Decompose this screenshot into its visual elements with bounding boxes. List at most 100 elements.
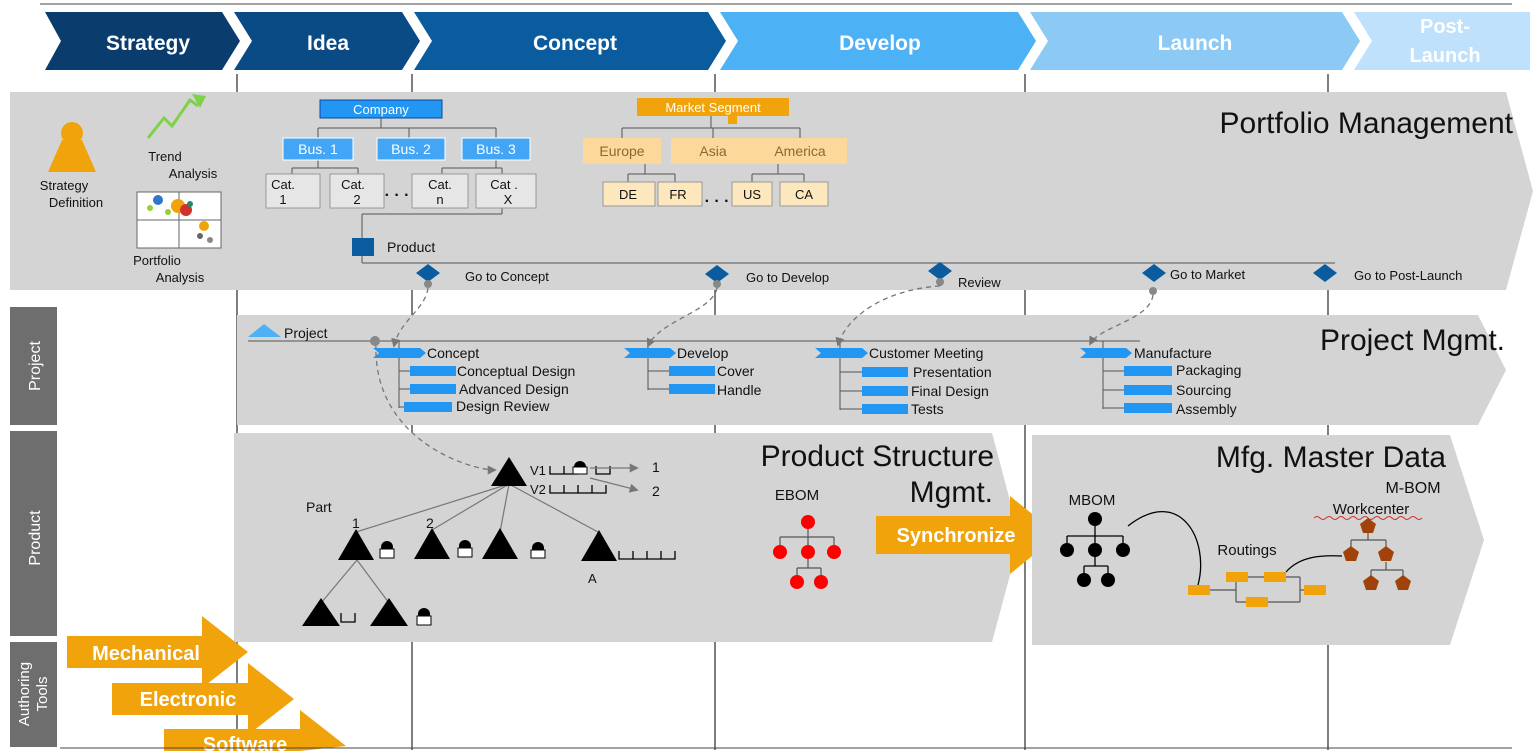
- region-asia-label: Asia: [699, 143, 726, 159]
- mfg-title: Mfg. Master Data: [1216, 441, 1446, 474]
- task-bar: [862, 404, 908, 414]
- company-box: [319, 99, 443, 119]
- gate-go-to-market: [1142, 264, 1166, 295]
- product-structure-title-2: Mgmt.: [910, 476, 993, 509]
- authoring-tool-software: [164, 710, 346, 751]
- synchronize-label: Synchronize: [897, 525, 1016, 547]
- mbom-tree-icon: [1060, 512, 1130, 587]
- customer-meeting-summary-label: Customer Meeting: [869, 345, 983, 361]
- phase-strategy-chevron: [45, 12, 240, 70]
- gate-go-to-concept: [416, 264, 440, 288]
- bus-1-label: Bus. 1: [298, 141, 338, 157]
- company-label: Company: [353, 102, 409, 117]
- portfolio-title: Portfolio Management: [1220, 107, 1514, 140]
- cat-1-label-b: 1: [279, 192, 286, 207]
- part-a-triangle: [581, 530, 617, 561]
- subpart-1-slot: [340, 613, 356, 623]
- subpart-2-doc-icon: [416, 608, 432, 626]
- task-bar: [410, 384, 456, 394]
- cat-n-box: [411, 173, 469, 209]
- row-label-product-text: Product: [27, 510, 44, 566]
- mechanical-label: Mechanical: [92, 643, 200, 665]
- part-3-triangle: [482, 528, 518, 559]
- variant-part-icon: [572, 461, 588, 475]
- trend-arrow-icon: [146, 97, 199, 139]
- synchronize-arrow: [876, 496, 1058, 574]
- country-fr-box: [657, 181, 703, 207]
- task-design-review: Design Review: [456, 398, 550, 414]
- part-2-label: 2: [426, 515, 434, 531]
- gate-review-label: Review: [958, 275, 1001, 290]
- cat-n-label-a: Cat.: [428, 177, 452, 192]
- task-advanced-design: Advanced Design: [459, 381, 569, 397]
- country-ca-box: [779, 181, 829, 207]
- gate-diamond-icon: [1313, 264, 1337, 282]
- task-sourcing: Sourcing: [1176, 382, 1231, 398]
- phase-idea-chevron: [234, 12, 420, 70]
- gate-diamond-icon: [928, 262, 952, 280]
- mbom-to-routing-curve: [1127, 511, 1202, 586]
- gate-diamond-icon: [705, 265, 729, 283]
- row-label-project-text: Project: [27, 341, 44, 391]
- phase-launch-label: Launch: [1158, 32, 1233, 55]
- phase-concept-label: Concept: [533, 32, 617, 55]
- gate-diamond-icon: [1142, 264, 1166, 282]
- concept-summary-label: Concept: [427, 345, 479, 361]
- part-label: Part: [306, 499, 332, 515]
- row-label-authoring: [10, 642, 57, 747]
- trend-analysis-label-1: Trend: [148, 149, 181, 164]
- task-bar: [669, 366, 715, 376]
- market-segment-label: Market Segment: [665, 100, 761, 115]
- company-hierarchy: [291, 118, 503, 240]
- phase-postlaunch-chevron: [1354, 12, 1530, 70]
- root-assembly-triangle: [491, 457, 527, 486]
- cat-x-box: [475, 173, 537, 209]
- bus-2-label: Bus. 2: [391, 141, 431, 157]
- part-1-doc-icon: [379, 541, 395, 559]
- product-label: Product: [387, 239, 435, 255]
- task-presentation: Presentation: [913, 364, 992, 380]
- chess-pawn-icon: [48, 122, 96, 172]
- part-a-label: A: [588, 571, 597, 586]
- workcenter-tree-icon: [1343, 518, 1411, 590]
- gate-go-to-develop: [705, 265, 729, 288]
- country-de-label: DE: [619, 187, 637, 202]
- phase-concept-chevron: [414, 12, 726, 70]
- task-bar: [862, 367, 908, 377]
- cat-x-label-b: X: [504, 192, 513, 207]
- region-america-box: [753, 138, 847, 164]
- phase-launch-chevron: [1030, 12, 1360, 70]
- task-tests: Tests: [911, 401, 944, 417]
- workcenter-label: Workcenter: [1333, 501, 1409, 518]
- mbom-label: MBOM: [1069, 492, 1116, 509]
- trend-arrow-head-icon: [192, 94, 206, 108]
- gate-review: [928, 262, 952, 286]
- ebom-label: EBOM: [775, 487, 819, 504]
- project-title: Project Mgmt.: [1320, 324, 1505, 357]
- part-2-triangle: [414, 528, 450, 559]
- task-conceptual-design: Conceptual Design: [457, 363, 575, 379]
- country-dots: · · ·: [705, 193, 730, 210]
- portfolio-matrix-icon: [136, 191, 222, 249]
- gate-go-to-post-launch: [1313, 264, 1337, 282]
- variant-output-2: 2: [652, 483, 660, 499]
- cat-2-label-b: 2: [353, 192, 360, 207]
- phase-develop-chevron: [720, 12, 1036, 70]
- software-label: Software: [203, 734, 287, 751]
- region-america-label: America: [774, 143, 826, 159]
- bus-2-box: [376, 137, 446, 161]
- variant-v1-label: V1: [530, 463, 546, 478]
- routing-to-workcenter-curve: [1285, 555, 1343, 573]
- cat-2-label-a: Cat.: [341, 177, 365, 192]
- routings-label: Routings: [1217, 542, 1276, 559]
- part-1-triangle: [338, 529, 374, 560]
- region-europe-label: Europe: [599, 143, 644, 159]
- project-triangle-icon: [248, 324, 281, 337]
- part-3-doc-icon: [530, 542, 546, 559]
- cat-dots: · · ·: [385, 187, 410, 204]
- manufacture-summary-label: Manufacture: [1134, 345, 1212, 361]
- phase-bar: Strategy Idea Concept Develop Launch Pos…: [45, 12, 1530, 70]
- part-a-slots: [618, 551, 676, 560]
- phase-strategy-label: Strategy: [106, 32, 190, 55]
